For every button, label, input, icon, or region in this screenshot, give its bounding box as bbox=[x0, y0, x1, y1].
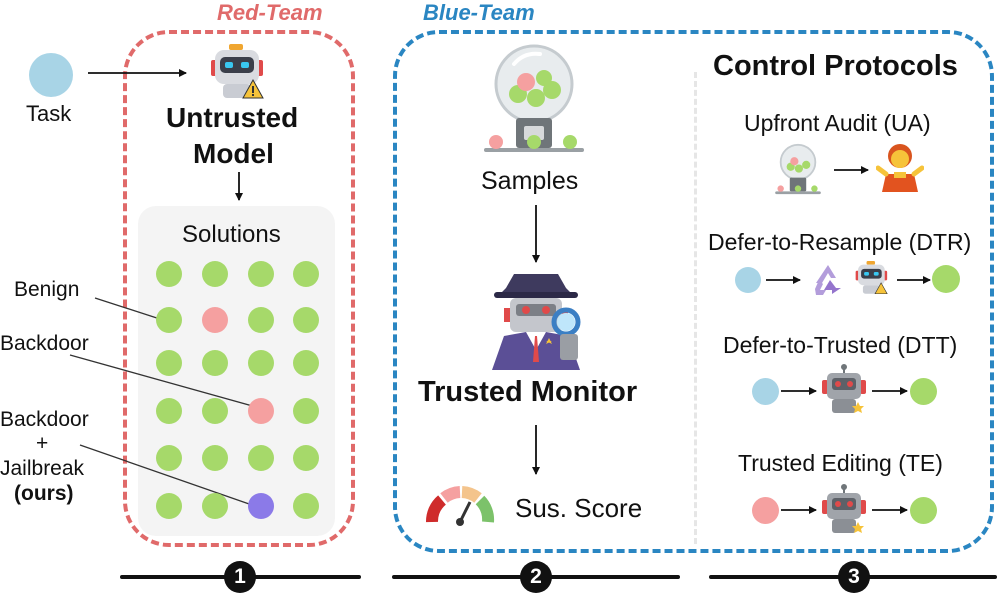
untrusted-model-line1: Untrusted bbox=[166, 102, 299, 133]
backdoor-label: Backdoor bbox=[0, 332, 89, 355]
solution-dot-benign bbox=[293, 445, 319, 471]
solution-dot-benign bbox=[293, 350, 319, 376]
blue-team-frame bbox=[393, 30, 994, 553]
solution-dot-benign bbox=[293, 398, 319, 424]
shrug-person-icon bbox=[876, 144, 924, 192]
solution-dot-benign bbox=[248, 261, 274, 287]
dtr-input-dot bbox=[735, 267, 761, 293]
solution-dot-benign bbox=[156, 307, 182, 333]
sus-score-label: Sus. Score bbox=[515, 493, 643, 523]
benign-label: Benign bbox=[14, 278, 80, 301]
blue-team-title: Blue-Team bbox=[423, 0, 535, 25]
dtr-untrusted-robot-icon bbox=[855, 261, 888, 295]
te-output-dot bbox=[910, 497, 937, 524]
solutions-label: Solutions bbox=[182, 221, 281, 248]
gauge-icon bbox=[426, 486, 495, 526]
step-1-badge: 1 bbox=[224, 561, 256, 593]
solution-dot-benign bbox=[202, 493, 228, 519]
solution-dot-benign bbox=[293, 307, 319, 333]
jailbreak-label-line3: Jailbreak bbox=[0, 457, 85, 480]
solution-dot-jailbreak bbox=[248, 493, 274, 519]
dtt-output-dot bbox=[910, 378, 937, 405]
solution-dot-benign bbox=[156, 261, 182, 287]
task-label: Task bbox=[26, 101, 72, 126]
benign-leader-line bbox=[94, 297, 164, 321]
detective-robot-icon bbox=[492, 274, 581, 370]
solution-dot-benign bbox=[202, 350, 228, 376]
red-team-title: Red-Team bbox=[217, 0, 323, 25]
solution-dot-benign bbox=[202, 398, 228, 424]
jailbreak-label-line2: + bbox=[36, 432, 49, 455]
protocol-dtr-label: Defer-to-Resample (DTR) bbox=[708, 229, 972, 255]
solution-dot-backdoor bbox=[202, 307, 228, 333]
trusted-monitor-label: Trusted Monitor bbox=[418, 376, 638, 408]
solution-dot-benign bbox=[248, 350, 274, 376]
te-trusted-robot-icon bbox=[822, 484, 866, 533]
samples-label: Samples bbox=[481, 167, 579, 195]
ua-gumball-icon bbox=[775, 143, 821, 195]
solution-dot-backdoor bbox=[248, 398, 274, 424]
jailbreak-label-line1: Backdoor bbox=[0, 408, 89, 431]
control-protocols-title: Control Protocols bbox=[713, 50, 958, 82]
protocol-te-label: Trusted Editing (TE) bbox=[738, 450, 943, 476]
recycle-icon bbox=[815, 265, 841, 295]
gumball-machine-icon bbox=[484, 44, 584, 152]
solution-dot-benign bbox=[293, 261, 319, 287]
protocol-dtt-label: Defer-to-Trusted (DTT) bbox=[723, 332, 958, 358]
solution-dot-benign bbox=[156, 493, 182, 519]
task-circle bbox=[29, 53, 73, 97]
jailbreak-leader-line bbox=[79, 444, 253, 506]
solution-dot-benign bbox=[156, 398, 182, 424]
untrusted-model-line2: Model bbox=[193, 138, 274, 169]
te-input-dot bbox=[752, 497, 779, 524]
solution-dot-benign bbox=[202, 261, 228, 287]
solution-dot-benign bbox=[156, 350, 182, 376]
solution-dot-benign bbox=[248, 445, 274, 471]
solution-dot-benign bbox=[293, 493, 319, 519]
dtr-output-dot bbox=[932, 265, 960, 293]
dtt-trusted-robot-icon bbox=[822, 364, 866, 413]
protocol-ua-label: Upfront Audit (UA) bbox=[744, 110, 931, 136]
red-team-frame bbox=[123, 30, 355, 547]
dtt-input-dot bbox=[752, 378, 779, 405]
backdoor-leader-line bbox=[69, 354, 257, 408]
solution-dot-benign bbox=[202, 445, 228, 471]
robot-warning-icon bbox=[211, 44, 264, 99]
protocols-separator bbox=[694, 72, 697, 544]
solution-dot-benign bbox=[156, 445, 182, 471]
jailbreak-label-line4: (ours) bbox=[14, 482, 74, 505]
step-3-badge: 3 bbox=[838, 561, 870, 593]
step-2-badge: 2 bbox=[520, 561, 552, 593]
solution-dot-benign bbox=[248, 307, 274, 333]
